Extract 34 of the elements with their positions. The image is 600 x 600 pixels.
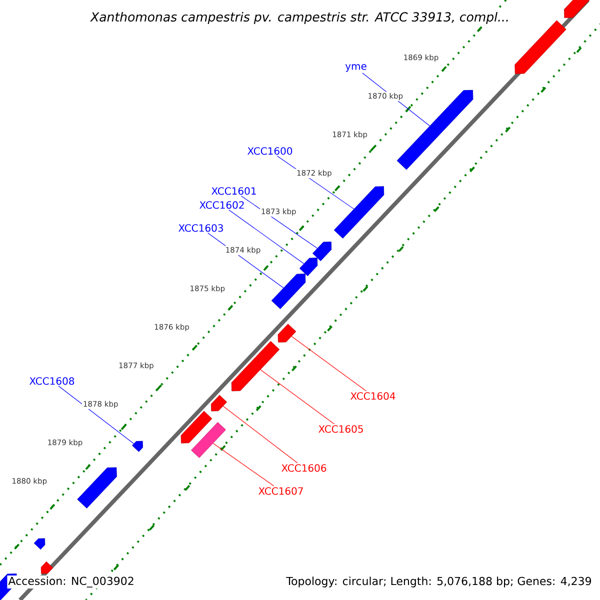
- leader-line: [228, 210, 304, 264]
- gene-feature: [564, 0, 591, 18]
- gene-label: XCC1607: [258, 487, 303, 495]
- gene-feature: [299, 258, 318, 276]
- gene-feature: [514, 20, 566, 74]
- gene-block: [191, 422, 226, 458]
- gene-label: XCC1600: [248, 147, 292, 155]
- leader-line: [212, 443, 274, 486]
- leader-line: [58, 386, 134, 444]
- gene-label: XCC1601: [212, 187, 256, 195]
- gene-feature: [34, 538, 46, 550]
- gene-feature: [271, 274, 306, 310]
- gene-feature: [278, 324, 296, 342]
- gene-label: XCC1602: [200, 201, 244, 209]
- title: Xanthomonas campestris pv. campestris str. ATCC 33913, compl...: [90, 10, 510, 26]
- gene-label: XCC1604: [350, 392, 396, 400]
- gene-feature: [312, 242, 332, 262]
- gene-feature: [231, 341, 280, 392]
- footer-text: Topology: circular; Length: 5,076,188 bp; Genes: 4,239: [285, 576, 593, 588]
- gene-feature: [334, 186, 384, 239]
- gene-feature: [40, 561, 54, 574]
- gene-feature: [210, 394, 228, 412]
- leader-line: [291, 336, 366, 392]
- footer-text: Accession: NC_003902: [7, 576, 136, 588]
- gene-feature: [77, 467, 117, 508]
- leader-line: [260, 369, 335, 424]
- gene-feature: [180, 410, 212, 444]
- gene-label: XCC1606: [282, 464, 326, 472]
- gene-feature: [132, 440, 143, 452]
- gene-label: XCC1603: [178, 224, 223, 232]
- gene-label: XCC1605: [318, 425, 363, 433]
- gene-label: XCC1608: [30, 377, 74, 385]
- leader-line: [222, 406, 298, 464]
- gene-label: yme: [345, 64, 366, 72]
